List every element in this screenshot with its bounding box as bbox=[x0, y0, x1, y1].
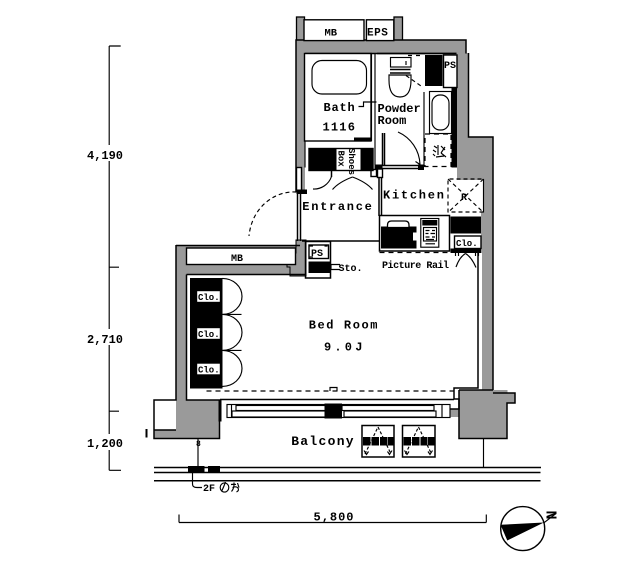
svg-text:PS: PS bbox=[311, 249, 323, 260]
svg-text:Bath: Bath bbox=[324, 101, 356, 115]
svg-text:9.0J: 9.0J bbox=[324, 341, 366, 355]
svg-text:Shoes: Shoes bbox=[346, 148, 356, 175]
svg-text:N: N bbox=[542, 511, 559, 520]
svg-text:Balcony: Balcony bbox=[291, 434, 355, 449]
svg-text:1,200: 1,200 bbox=[87, 437, 123, 451]
svg-text:Entrance: Entrance bbox=[302, 200, 373, 214]
svg-text:MB: MB bbox=[325, 28, 338, 40]
svg-text:Picture Rail: Picture Rail bbox=[382, 260, 449, 272]
svg-text:Powder: Powder bbox=[378, 102, 421, 116]
svg-text:4,190: 4,190 bbox=[87, 149, 123, 163]
svg-text:Kitchen: Kitchen bbox=[383, 189, 446, 203]
svg-text:Bed Room: Bed Room bbox=[309, 319, 379, 333]
svg-text:2F: 2F bbox=[203, 484, 215, 495]
svg-text:MB: MB bbox=[231, 254, 243, 265]
svg-text:Clo.: Clo. bbox=[198, 366, 220, 376]
svg-text:Clo.: Clo. bbox=[198, 293, 220, 303]
svg-text:PS: PS bbox=[444, 61, 456, 72]
svg-text:2,710: 2,710 bbox=[87, 333, 123, 347]
svg-text:R: R bbox=[461, 193, 467, 204]
svg-text:5,800: 5,800 bbox=[314, 511, 355, 525]
svg-text:EPS: EPS bbox=[367, 28, 388, 40]
svg-text:Clo.: Clo. bbox=[198, 330, 220, 340]
svg-text:Box: Box bbox=[336, 151, 346, 168]
svg-text:Clo.: Clo. bbox=[456, 239, 478, 249]
svg-text:Room: Room bbox=[378, 114, 407, 128]
svg-text:8: 8 bbox=[196, 440, 201, 449]
svg-text:Sto.: Sto. bbox=[339, 264, 363, 275]
svg-text:1116: 1116 bbox=[323, 121, 357, 135]
